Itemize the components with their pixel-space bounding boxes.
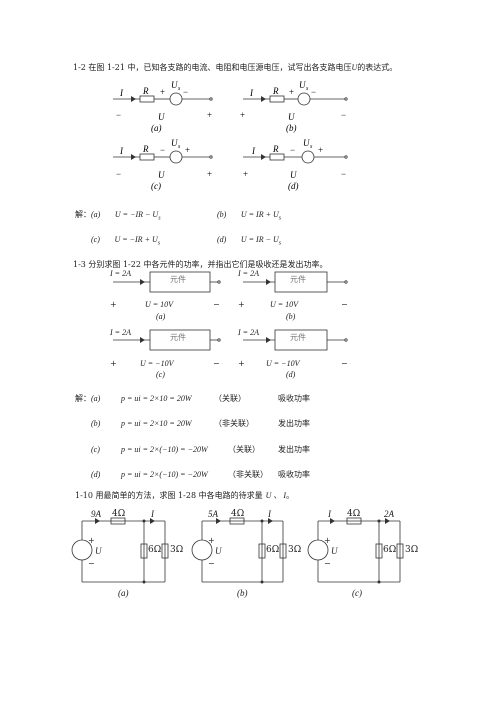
svg-text:U: U <box>171 138 178 148</box>
figure-label: (a) <box>156 312 166 321</box>
voltage-source-icon <box>169 92 183 106</box>
element-label: 元件 <box>290 333 306 342</box>
solution-1-3-d: (d) <box>91 470 101 479</box>
svg-text:U: U <box>158 170 165 180</box>
element-1-22-a <box>113 271 221 293</box>
svg-text:(d): (d) <box>288 181 299 191</box>
element-label: 元件 <box>170 333 186 342</box>
svg-text:s: s <box>178 144 181 150</box>
current-arrow-icon <box>131 96 136 102</box>
svg-text:(c): (c) <box>151 181 161 191</box>
element-label: 元件 <box>170 275 186 284</box>
svg-text:−: − <box>311 87 316 97</box>
svg-text:−: − <box>183 87 188 97</box>
voltage-label: U = −10V <box>140 359 174 368</box>
svg-text:U: U <box>158 112 165 122</box>
svg-text:R: R <box>272 144 279 154</box>
element-1-22-b <box>243 271 348 293</box>
element-1-22-c <box>113 329 221 351</box>
svg-text:U: U <box>290 170 297 180</box>
svg-text:−: − <box>290 145 295 155</box>
svg-text:R: R <box>142 86 149 96</box>
circuit-1-28-c <box>307 517 404 584</box>
figure-label: (c) <box>156 370 165 379</box>
svg-text:+: + <box>318 145 323 155</box>
svg-text:+: + <box>207 110 212 120</box>
resistor-icon <box>139 95 155 103</box>
circuit-1-28-b <box>191 517 287 584</box>
svg-text:U: U <box>288 112 295 122</box>
current-label: I = 2A <box>110 328 131 337</box>
current-label: I = 2A <box>238 328 259 337</box>
voltage-label: U = 10V <box>145 300 174 309</box>
svg-text:+: + <box>185 145 190 155</box>
svg-text:(a): (a) <box>151 123 162 133</box>
current-label: I = 2A <box>238 269 259 278</box>
svg-text:+: + <box>289 87 294 97</box>
svg-text:+: + <box>240 110 245 120</box>
element-1-22-d <box>243 329 348 351</box>
solution-1-2-a: 解：(a) U = −IR − Us <box>75 210 161 222</box>
voltage-label: U = 10V <box>270 300 299 309</box>
figure-label: (b) <box>286 312 296 321</box>
svg-text:(b): (b) <box>286 123 297 133</box>
svg-text:R: R <box>272 86 279 96</box>
svg-text:s: s <box>306 86 309 92</box>
svg-text:−: − <box>116 110 121 120</box>
solution-1-2-b: (b) U = IR + Us <box>217 210 282 222</box>
circuit-1-28-a <box>71 517 169 584</box>
svg-text:I: I <box>249 88 254 98</box>
svg-text:U: U <box>303 138 310 148</box>
problem-1-2-title: 1-2 在图 1-21 中，已知各支路的电流、电阻和电压源电压，试写出各支路电压… <box>73 63 398 72</box>
solution-1-3-b: (b) <box>91 419 101 428</box>
solution-1-3-a: 解：(a) <box>75 394 101 403</box>
svg-text:−: − <box>341 110 346 120</box>
svg-text:−: − <box>160 145 165 155</box>
figure-label: (d) <box>286 370 296 379</box>
solution-1-3-c: (c) <box>91 445 100 454</box>
svg-text:U: U <box>171 80 178 90</box>
element-label: 元件 <box>290 275 306 284</box>
svg-text:I: I <box>251 146 256 156</box>
voltage-label: U = −10V <box>266 359 300 368</box>
svg-text:I: I <box>119 146 124 156</box>
svg-text:s: s <box>310 144 313 150</box>
problem-1-3-title: 1-3 分别求图 1-22 中各元件的功率，并指出它们是吸收还是发出功率。 <box>73 260 328 269</box>
svg-text:I: I <box>119 88 124 98</box>
svg-text:R: R <box>142 144 149 154</box>
solution-1-2-c: (c) U = −IR + Us <box>91 235 161 247</box>
svg-text:+: + <box>207 169 212 179</box>
svg-text:s: s <box>178 86 181 92</box>
current-label: I = 2A <box>110 269 131 278</box>
svg-text:−: − <box>116 169 121 179</box>
svg-text:+: + <box>243 169 248 179</box>
svg-text:−: − <box>341 169 346 179</box>
svg-text:+: + <box>160 87 165 97</box>
svg-text:U: U <box>299 80 306 90</box>
solution-1-2-d: (d) U = IR − Us <box>217 235 282 247</box>
